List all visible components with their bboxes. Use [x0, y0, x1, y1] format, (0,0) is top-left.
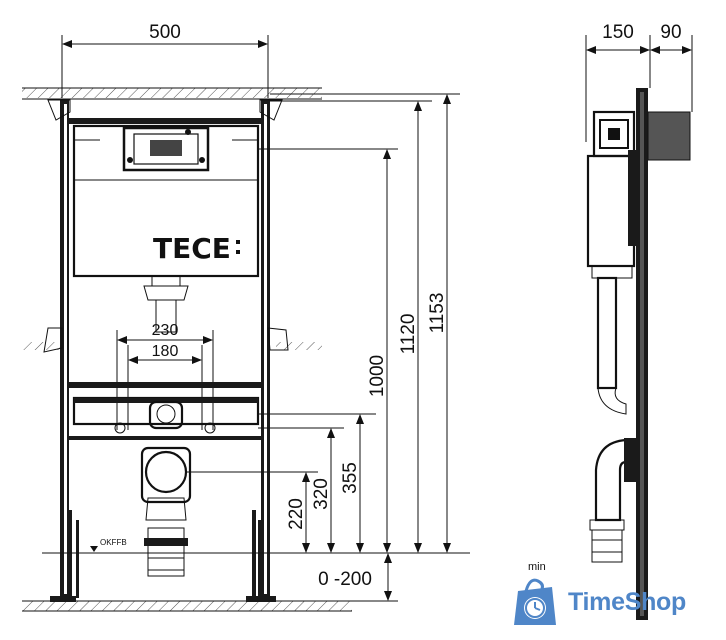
depth-90-label: 90 — [660, 22, 681, 43]
outlet-220-label: 220 — [286, 498, 307, 530]
top-wall-hatch — [22, 87, 322, 100]
outlet-355-label: 355 — [340, 462, 361, 494]
lower-rail — [69, 382, 261, 440]
adjust-range-dimension: 0 -200 — [318, 553, 398, 602]
depth-150-label: 150 — [602, 22, 634, 43]
floor-level-label: OKFFB — [100, 538, 127, 547]
inner-spacing-label: 180 — [152, 343, 179, 360]
min-label: min — [528, 561, 546, 573]
height-1000-label: 1000 — [367, 355, 388, 397]
timeshop-watermark: TimeShop — [508, 574, 718, 630]
outlet-dimensions: 355 320 220 — [286, 414, 364, 553]
depth-dimensions: 150 90 — [585, 22, 693, 142]
watermark-text: TimeShop — [568, 587, 686, 616]
height-1120-label: 1120 — [398, 314, 419, 355]
side-view: 150 90 min — [528, 22, 693, 620]
frame — [43, 99, 289, 602]
mid-wall-hatch — [22, 342, 322, 350]
side-waste-pipe — [589, 438, 636, 563]
front-view: 500 — [22, 22, 470, 612]
width-dimension: 500 — [61, 22, 269, 98]
floor-level: OKFFB — [42, 538, 470, 554]
outer-spacing-label: 230 — [152, 322, 179, 339]
waste-pipe — [140, 446, 192, 577]
height-dimensions: 1000 1120 1153 — [367, 94, 451, 553]
bottom-floor-hatch — [22, 600, 352, 612]
outlet-320-label: 320 — [311, 478, 332, 510]
brand-logo-text: TECE — [153, 232, 231, 265]
extension-lines — [186, 93, 460, 473]
cistern: TECE — [72, 124, 260, 333]
adjust-range-label: 0 -200 — [318, 569, 372, 590]
shopping-bag-clock-icon — [514, 578, 556, 625]
feet — [68, 510, 261, 598]
pipe-spacing-dimensions: 230 180 — [116, 322, 214, 430]
height-1153-label: 1153 — [427, 293, 448, 334]
width-dim-label: 500 — [149, 22, 181, 43]
